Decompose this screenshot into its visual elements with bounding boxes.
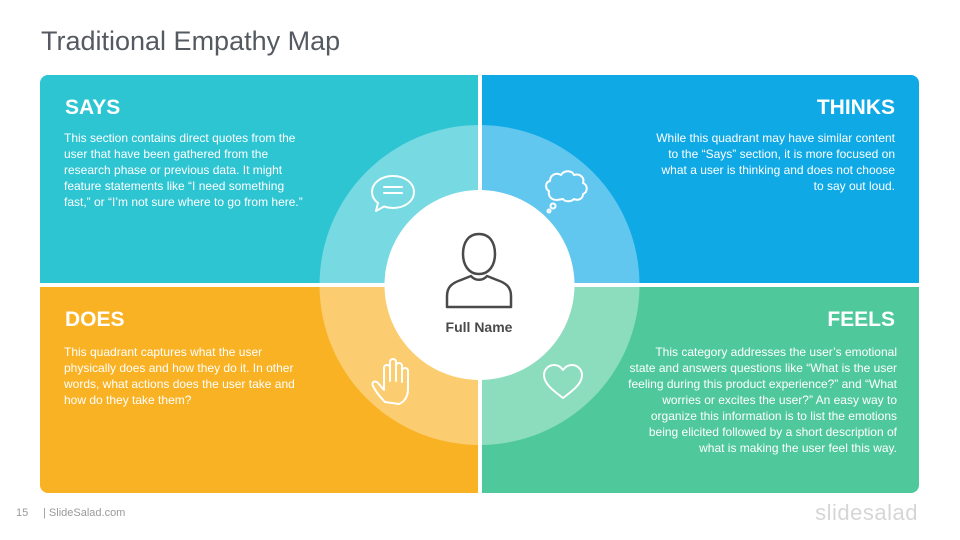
speech-bubble-icon — [371, 175, 415, 212]
feels-heading: FEELS — [827, 308, 895, 331]
page-number: 15 — [16, 507, 29, 519]
does-text: This quadrant captures what the user phy… — [64, 345, 295, 407]
center-circle — [384, 190, 575, 380]
slide-title: Traditional Empathy Map — [41, 26, 341, 56]
thinks-heading: THINKS — [816, 96, 895, 119]
user-icon — [445, 232, 513, 309]
thinks-text: While this quadrant may have similar con… — [656, 131, 895, 193]
footer-site: | SlideSalad.com — [43, 507, 126, 519]
thought-cloud-icon — [545, 170, 588, 214]
does-heading: DOES — [65, 308, 125, 331]
says-heading: SAYS — [65, 96, 121, 119]
heart-icon — [543, 364, 583, 399]
feels-text: This category addresses the user’s emoti… — [628, 345, 897, 455]
says-text: This section contains direct quotes from… — [64, 131, 303, 209]
brand-logo: slidesalad — [815, 500, 918, 525]
hand-icon — [371, 358, 409, 405]
center-full-name: Full Name — [445, 319, 513, 335]
